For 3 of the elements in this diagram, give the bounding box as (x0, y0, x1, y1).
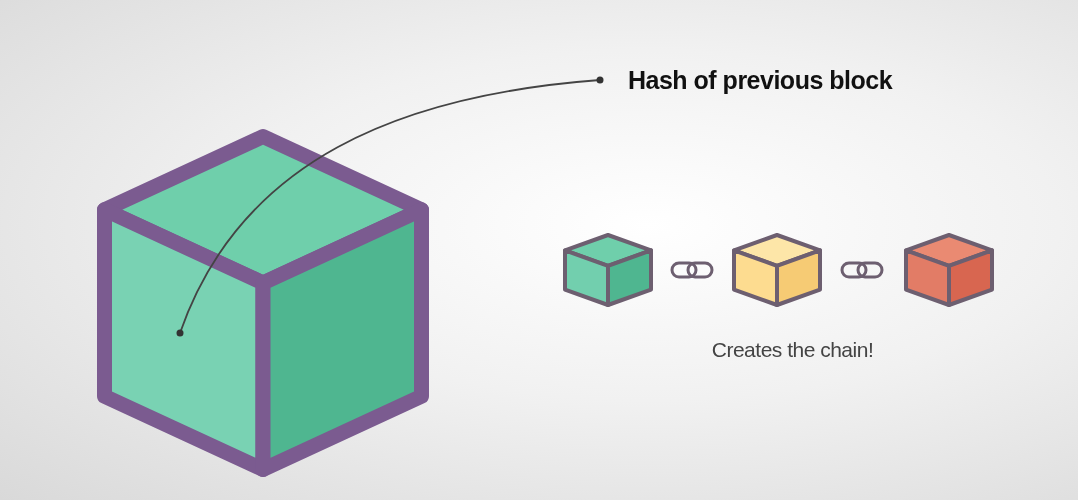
callout-text: Hash of previous block (628, 65, 893, 95)
caption-text: Creates the chain! (710, 338, 875, 362)
leader-line (176, 76, 604, 337)
